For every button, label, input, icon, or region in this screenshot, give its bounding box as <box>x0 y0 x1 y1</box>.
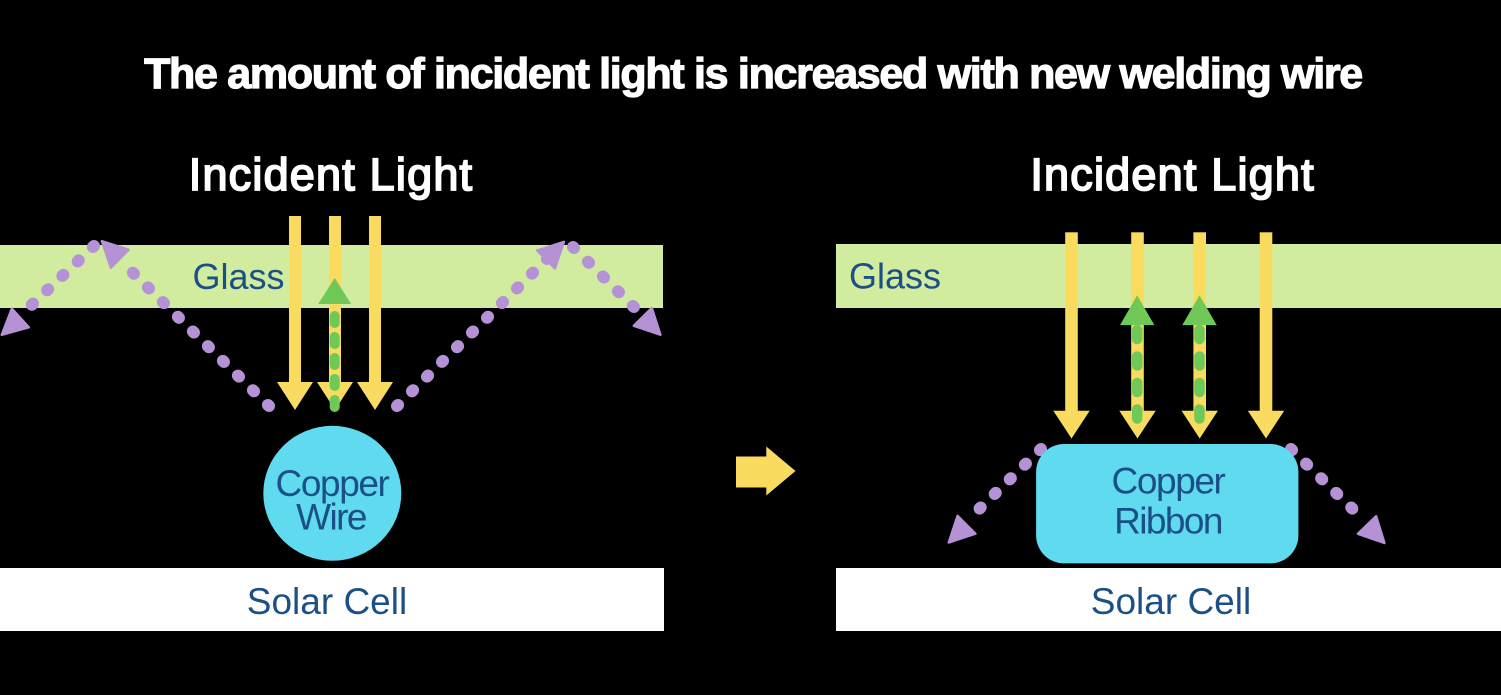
svg-text:Copper: Copper <box>276 463 390 504</box>
svg-text:Incident Light: Incident Light <box>1030 149 1315 200</box>
svg-text:Solar Cell: Solar Cell <box>1091 581 1251 622</box>
svg-text:Glass: Glass <box>193 256 285 297</box>
svg-text:Glass: Glass <box>849 256 941 297</box>
svg-text:Ribbon: Ribbon <box>1114 500 1222 541</box>
svg-text:Incident Light: Incident Light <box>189 149 474 200</box>
svg-text:The amount of incident light i: The amount of incident light is increase… <box>144 50 1362 98</box>
svg-text:Solar Cell: Solar Cell <box>247 581 407 622</box>
svg-text:Wire: Wire <box>296 497 366 538</box>
svg-text:Copper: Copper <box>1112 460 1226 501</box>
